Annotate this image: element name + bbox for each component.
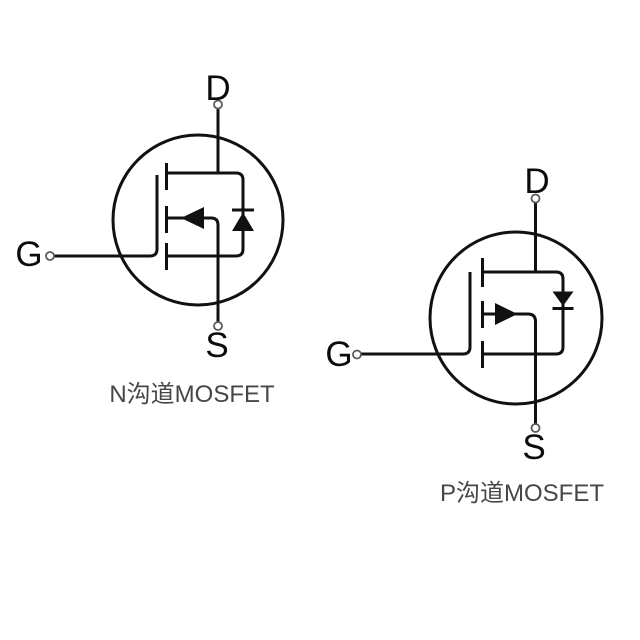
p-diode-triangle [552, 291, 574, 306]
p-drain-terminal-dot [530, 193, 541, 204]
p-mosfet-caption: P沟道MOSFET [440, 480, 604, 507]
p-mosfet-body-circle [428, 230, 604, 406]
n-source-label: S [205, 326, 228, 365]
p-gate-label: G [325, 335, 352, 374]
n-channel-arrow-icon [181, 207, 204, 229]
p-gate-terminal-dot [352, 349, 362, 360]
n-gate-label: G [15, 235, 42, 274]
n-mosfet-caption: N沟道MOSFET [109, 381, 275, 408]
p-channel-arrow-icon [495, 303, 518, 325]
p-source-lead [481, 312, 537, 424]
p-drain-source-loop [481, 270, 565, 356]
n-source-terminal-dot [213, 321, 223, 331]
n-drain-label: D [205, 69, 230, 108]
n-body-diode-icon [232, 208, 254, 231]
n-diode-triangle [232, 212, 254, 231]
n-gate-lead [54, 175, 159, 258]
n-mosfet-symbol: D G S N沟道MOSFET [15, 69, 285, 408]
p-source-terminal-dot [530, 423, 541, 433]
p-gate-lead [361, 272, 472, 356]
p-body-diode-icon [552, 291, 574, 310]
n-mosfet-body-circle [111, 133, 285, 307]
p-drain-label: D [524, 162, 549, 201]
p-mosfet-symbol: D G S P沟道MOSFET [325, 162, 604, 507]
n-drain-terminal-dot [213, 99, 223, 110]
n-source-lead [165, 216, 220, 322]
p-source-label: S [522, 428, 545, 467]
n-gate-terminal-dot [45, 251, 55, 261]
